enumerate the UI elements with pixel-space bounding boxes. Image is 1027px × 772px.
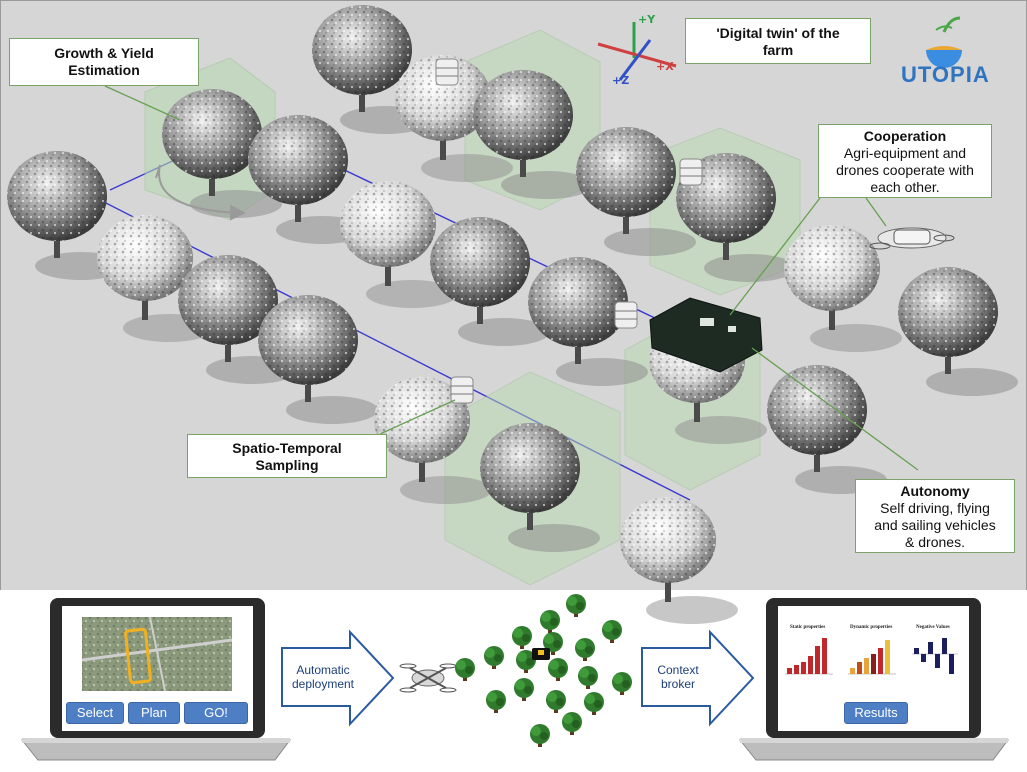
axis-label-y: +Y (638, 13, 656, 26)
context-broker-arrow (641, 629, 755, 727)
chart-title-static: Static properties (790, 625, 826, 630)
chart-title-negative: Negative Values (916, 625, 950, 630)
mini-chart-static (785, 638, 833, 675)
callout-cooperation: Cooperation Agri-equipment and drones co… (818, 124, 992, 198)
callout-autonomy-line1: Self driving, flying (880, 500, 990, 516)
callout-growth-title: Growth & Yield (54, 45, 154, 61)
callout-autonomy-title: Autonomy (900, 483, 970, 499)
leader-line-cooperation-drone (865, 197, 887, 227)
plan-button[interactable]: Plan (128, 702, 180, 724)
callout-cooperation-line2: drones cooperate with (836, 162, 974, 178)
callout-cooperation-title: Cooperation (863, 128, 947, 144)
callout-sampling-body: Sampling (255, 457, 319, 473)
sensor-node (450, 376, 474, 404)
callout-growth-body: Estimation (68, 62, 140, 78)
chart-title-dynamic: Dynamic properties (850, 625, 893, 630)
results-button[interactable]: Results (844, 702, 908, 724)
deployment-arrow-label: Automatic deployment (284, 663, 362, 691)
utopia-logo-icon (926, 16, 962, 68)
callout-cooperation-line3: each other. (870, 179, 940, 195)
leader-line-sampling (379, 399, 456, 435)
sensor-node (679, 158, 703, 186)
callout-twin-title: 'Digital twin' of the (716, 25, 840, 41)
callout-twin-body: farm (762, 42, 794, 58)
axis-label-z: +Z (612, 74, 629, 87)
callout-cooperation-line1: Agri-equipment and (843, 145, 967, 161)
deployment-label-line2: deployment (291, 677, 355, 691)
sensor-node (614, 301, 638, 329)
mini-chart-dynamic (848, 640, 896, 675)
context-broker-arrow-label: Context broker (644, 663, 712, 691)
context-label-line1: Context (657, 663, 699, 677)
mini-orchard (455, 594, 632, 747)
quadcopter-icon (399, 663, 457, 693)
callout-digital-twin: 'Digital twin' of the farm (685, 18, 871, 64)
leader-line-growth (104, 85, 181, 121)
go-button[interactable]: GO! (184, 702, 248, 724)
leader-line-cooperation (729, 197, 821, 316)
leader-line-autonomy (751, 347, 919, 471)
callout-spatio-temporal: Spatio-Temporal Sampling (187, 434, 387, 478)
callout-autonomy-line3: & drones. (905, 534, 965, 550)
callout-autonomy: Autonomy Self driving, flying and sailin… (855, 479, 1015, 553)
utopia-logo-text: UTOPIA (901, 62, 990, 87)
aerial-drone-icon (869, 227, 955, 250)
deployment-arrow (281, 629, 395, 727)
deployment-label-line1: Automatic (296, 663, 350, 677)
callout-growth-yield: Growth & Yield Estimation (9, 38, 199, 86)
right-laptop (738, 598, 1009, 761)
ground-robot-icon (649, 297, 763, 373)
callout-sampling-title: Spatio-Temporal (232, 440, 342, 456)
motion-arrow-tail (155, 164, 161, 179)
sensor-node (435, 58, 459, 86)
axis-gizmo-icon: +Y +Z +X (597, 13, 677, 87)
satellite-map (81, 616, 233, 692)
callout-autonomy-line2: and sailing vehicles (874, 517, 996, 533)
select-button[interactable]: Select (66, 702, 124, 724)
axis-label-x: +X (656, 60, 674, 73)
motion-arrow (158, 164, 246, 221)
context-label-line2: broker (660, 677, 695, 691)
mini-chart-negative (912, 638, 958, 674)
